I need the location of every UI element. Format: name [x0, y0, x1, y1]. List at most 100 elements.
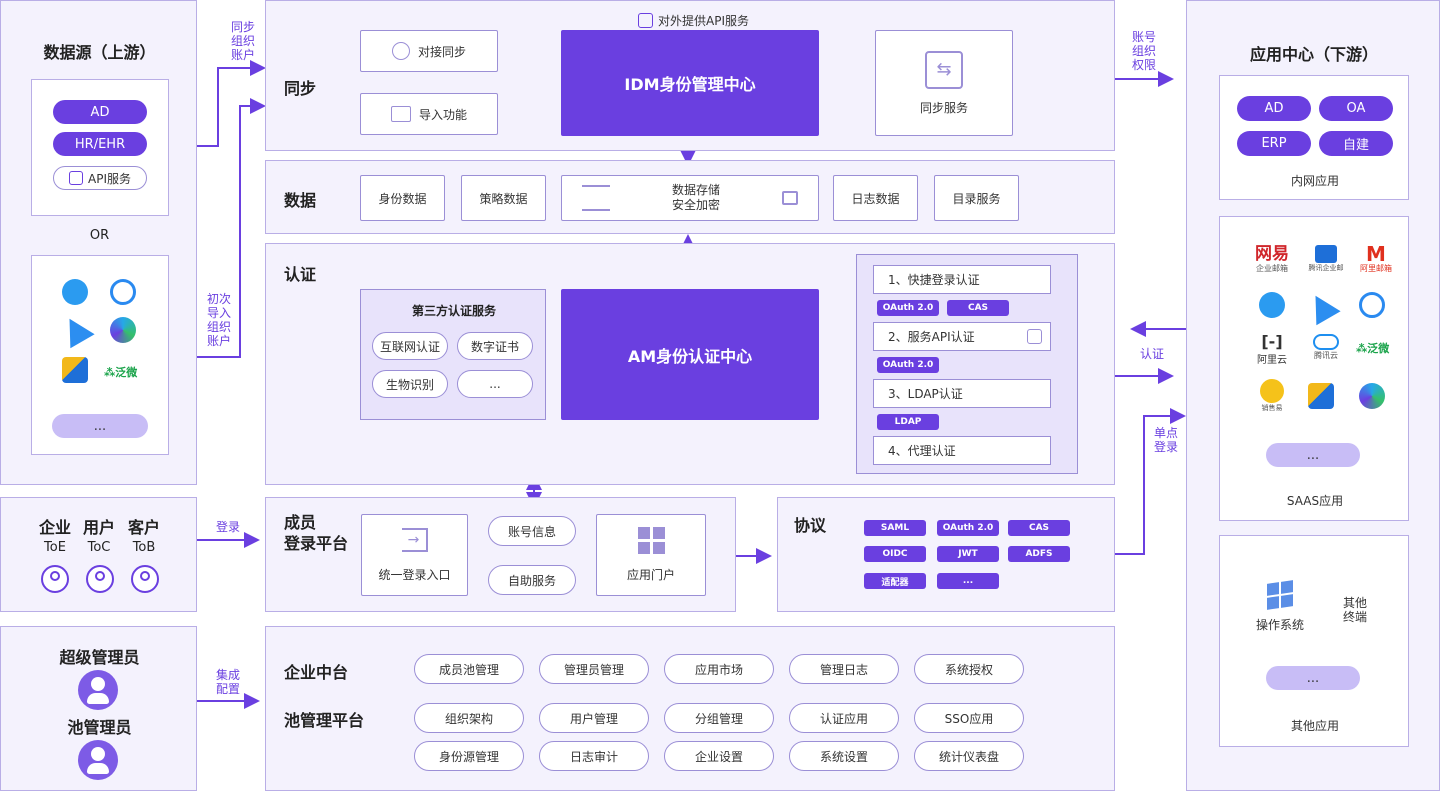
digital-cert: 数字证书	[457, 332, 533, 360]
user-type-e: 企业 ToE	[38, 518, 71, 555]
data-title: 数据	[284, 191, 317, 210]
dingtalk-icon	[1259, 292, 1285, 318]
platform-button[interactable]: 日志审计	[539, 741, 649, 771]
intranet-apps-card: AD OA ERP 自建 内网应用	[1219, 75, 1409, 200]
upstream-sources-card: AD HR/EHR API服务	[31, 79, 169, 216]
identity-data-box: 身份数据	[360, 175, 445, 221]
fanwei-icon: ⁂泛微	[1356, 342, 1390, 355]
platform-button[interactable]: 分组管理	[664, 703, 774, 733]
biometric: 生物识别	[372, 370, 448, 398]
auth-method-2: 2、服务API认证	[873, 322, 1051, 351]
other-more-button[interactable]: ...	[1266, 666, 1360, 690]
app-portal[interactable]: 应用门户	[596, 514, 706, 596]
source-ad: AD	[53, 100, 147, 124]
platform-title-1: 企业中台	[284, 663, 349, 682]
source-hr: HR/EHR	[53, 132, 147, 156]
upstream-panel: 数据源（上游） AD HR/EHR API服务 OR ⁂泛微 ...	[0, 0, 197, 485]
platform-button[interactable]: 系统设置	[789, 741, 899, 771]
tag-adfs: ADFS	[1008, 546, 1070, 562]
data-panel: 数据 身份数据 策略数据 数据存储 安全加密 日志数据 目录服务	[265, 160, 1115, 234]
tag-oidc: OIDC	[864, 546, 926, 562]
tag-jwt: JWT	[937, 546, 999, 562]
tag-oauth-2: OAuth 2.0	[877, 357, 939, 373]
intranet-app-custom[interactable]: 自建	[1319, 131, 1393, 156]
platform-button[interactable]: 应用市场	[664, 654, 774, 684]
tag-saml: SAML	[864, 520, 926, 536]
user-icon	[86, 565, 114, 593]
tencent-cloud-logo: 腾讯云	[1304, 332, 1348, 361]
intranet-app-ad[interactable]: AD	[1237, 96, 1311, 121]
platform-button[interactable]: 管理员管理	[539, 654, 649, 684]
netease-logo: 网易 企业邮箱	[1255, 244, 1289, 273]
auth-method-3: 3、LDAP认证	[873, 379, 1051, 408]
protocol-title: 协议	[794, 516, 827, 535]
platform-button[interactable]: 组织架构	[414, 703, 524, 733]
sync-panel: 同步 对外提供API服务 对接同步 导入功能 IDM身份管理中心 ⇆ 同步服务	[265, 0, 1115, 151]
user-icon	[41, 565, 69, 593]
admins-panel: 超级管理员 池管理员	[0, 626, 197, 791]
os-label: 操作系统	[1255, 618, 1304, 632]
platform-button[interactable]: 用户管理	[539, 703, 649, 733]
app-icon-j	[62, 357, 88, 383]
tag-cas-1: CAS	[947, 300, 1009, 316]
saas-label: SAAS应用	[1286, 494, 1344, 508]
ali-mail-logo: M 阿里邮箱	[1360, 242, 1392, 273]
platform-button[interactable]: 统计仪表盘	[914, 741, 1024, 771]
sync-service-box: ⇆ 同步服务	[875, 30, 1013, 136]
admin-avatar-icon	[78, 740, 118, 780]
auth-title: 认证	[284, 265, 317, 284]
downstream-panel: 应用中心（下游） AD OA ERP 自建 内网应用 网易 企业邮箱 腾讯企业邮…	[1186, 0, 1440, 791]
intranet-app-erp[interactable]: ERP	[1237, 131, 1311, 156]
other-apps-card: 操作系统 其他 终端 ... 其他应用	[1219, 535, 1409, 747]
protocol-panel: 协议 SAML OAuth 2.0 CAS OIDC JWT ADFS 适配器 …	[777, 497, 1115, 612]
upstream-more-button[interactable]: ...	[52, 414, 148, 438]
policy-data-box: 策略数据	[461, 175, 546, 221]
wechat-work-icon	[110, 279, 136, 305]
platform-button[interactable]: 企业设置	[664, 741, 774, 771]
third-party-title: 第三方认证服务	[411, 304, 496, 318]
platform-button[interactable]: 身份源管理	[414, 741, 524, 771]
platform-button[interactable]: 管理日志	[789, 654, 899, 684]
platform-button[interactable]: 成员池管理	[414, 654, 524, 684]
unified-login-entry[interactable]: → 统一登录入口	[361, 514, 468, 596]
downstream-title: 应用中心（下游）	[1249, 45, 1378, 64]
fanwei-icon: ⁂泛微	[104, 366, 138, 379]
tag-cas: CAS	[1008, 520, 1070, 536]
platform-button[interactable]: 系统授权	[914, 654, 1024, 684]
sync-service-icon: ⇆	[925, 50, 963, 89]
member-title: 成员 登录平台	[284, 513, 349, 553]
tag-adapter: 适配器	[864, 573, 926, 589]
xiaoshouyi-logo: 销售易	[1252, 379, 1292, 413]
label-sync-accounts: 同步 组织 账户	[230, 20, 255, 62]
upstream-apps-card: ⁂泛微 ...	[31, 255, 169, 455]
directory-service-box: 目录服务	[934, 175, 1019, 221]
saas-more-button[interactable]: ...	[1266, 443, 1360, 467]
am-center: AM身份认证中心	[561, 289, 819, 420]
windows-icon	[1267, 580, 1293, 610]
upstream-title: 数据源（上游）	[43, 43, 156, 62]
auth-panel: 认证 第三方认证服务 互联网认证 数字证书 生物识别 ... AM身份认证中心 …	[265, 243, 1115, 485]
cloud-icon	[1313, 334, 1339, 350]
app-icon-j	[1308, 383, 1334, 409]
app-icon-s	[110, 317, 136, 343]
import-box: 导入功能	[360, 93, 498, 135]
upstream-or: OR	[89, 228, 110, 243]
grid-icon	[637, 527, 665, 554]
user-type-c: 用户 ToC	[82, 518, 115, 555]
tencent-mail-logo: 腾讯企业邮	[1304, 245, 1348, 273]
label-init-import: 初次 导入 组织 账户	[206, 292, 231, 348]
platform-button[interactable]: SSO应用	[914, 703, 1024, 733]
label-sso: 单点 登录	[1153, 426, 1178, 454]
platform-button[interactable]: 认证应用	[789, 703, 899, 733]
tag-oauth: OAuth 2.0	[937, 520, 999, 536]
admin-avatar-icon	[78, 670, 118, 710]
label-integrate: 集成 配置	[215, 668, 240, 696]
label-login: 登录	[215, 520, 240, 534]
account-info-button[interactable]: 账号信息	[488, 516, 576, 546]
platform-panel: 企业中台 池管理平台 成员池管理管理员管理应用市场管理日志系统授权组织架构用户管…	[265, 626, 1115, 791]
intranet-app-oa[interactable]: OA	[1319, 96, 1393, 121]
lock-icon	[781, 191, 798, 205]
log-data-box: 日志数据	[833, 175, 918, 221]
auth-method-1: 1、快捷登录认证	[873, 265, 1051, 294]
self-service-button[interactable]: 自助服务	[488, 565, 576, 595]
